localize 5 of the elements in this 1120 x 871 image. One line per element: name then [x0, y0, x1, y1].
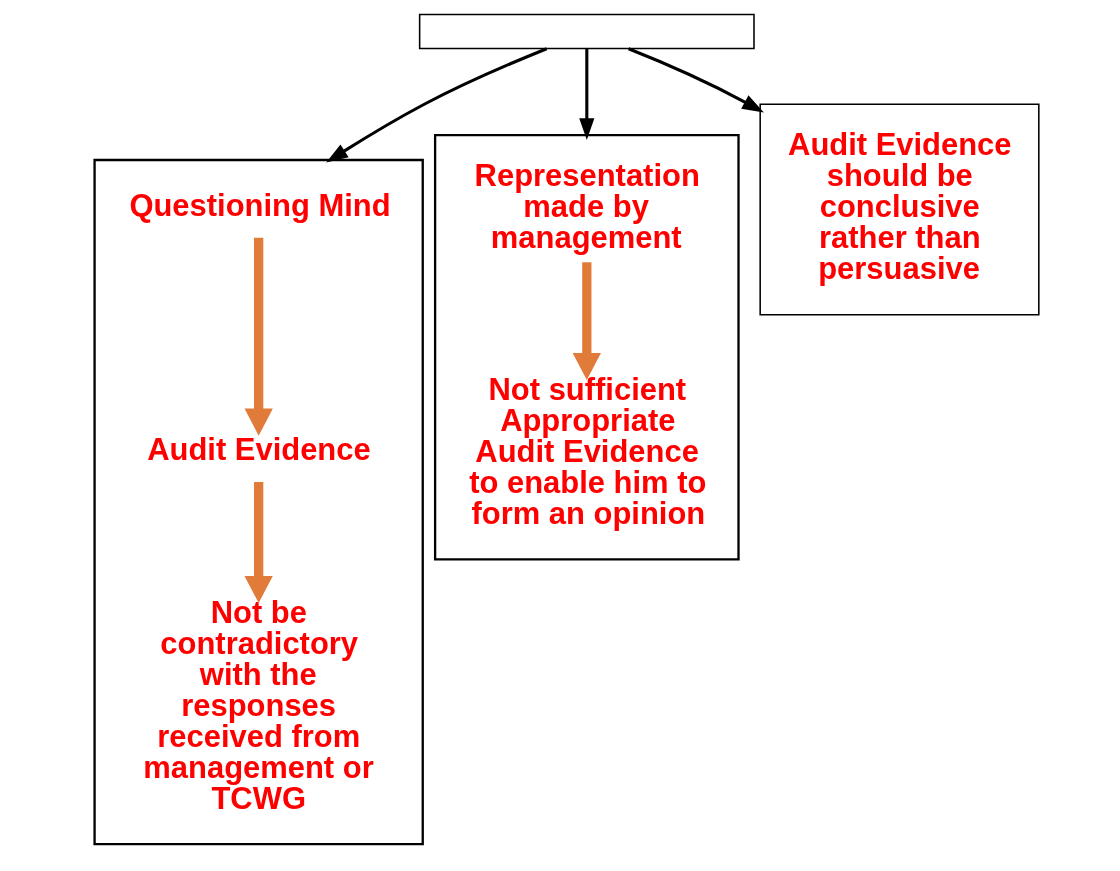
node-text: Questioning Mind [128, 187, 391, 223]
node-text: Not be contradictory with the responses received from management or TCWG [142, 594, 374, 816]
node-text: Representation made by management [474, 158, 700, 256]
node-text: Audit Evidence [146, 432, 371, 468]
node-text: Not sufficient Appropriate Audit Evidence to enable him to form an opinion [468, 371, 706, 531]
